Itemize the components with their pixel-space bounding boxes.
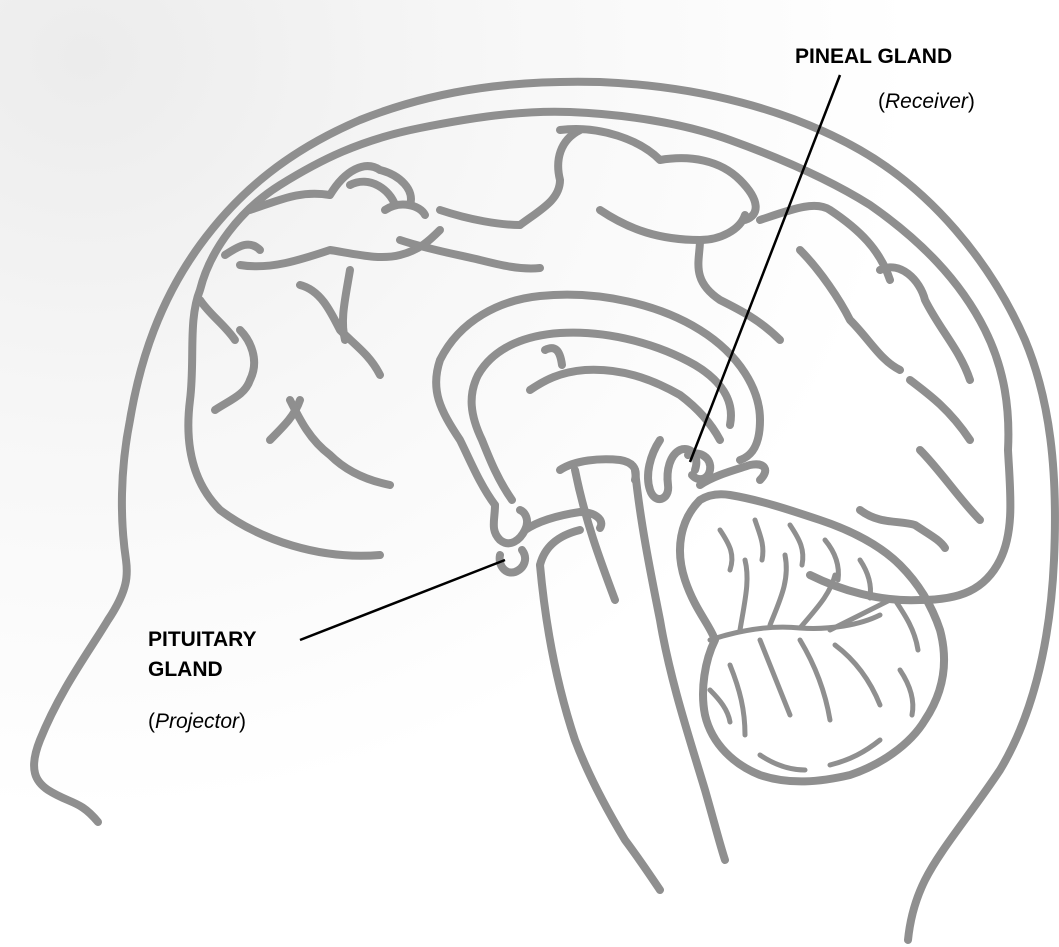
pineal-gland-label: PINEAL GLAND: [795, 42, 952, 72]
gyrus-fold: [698, 240, 780, 340]
thalamus: [648, 440, 696, 499]
pituitary-gland-label: PITUITARY GLAND: [148, 625, 308, 685]
pituitary-label-line1: PITUITARY: [148, 625, 308, 655]
arbor-vitae: [790, 525, 803, 565]
arbor-vitae: [755, 520, 763, 560]
arbor-vitae: [835, 645, 880, 705]
gyrus-fold: [920, 450, 980, 520]
pituitary-gland-role: (Projector): [148, 710, 246, 734]
gyrus-fold: [225, 245, 260, 255]
pituitary-role-text: Projector: [155, 710, 239, 733]
arbor-vitae: [770, 555, 786, 625]
arbor-vitae: [895, 600, 918, 650]
gyrus-fold: [440, 130, 580, 225]
arbor-vitae: [710, 690, 730, 722]
pineal-role-text: Receiver: [885, 90, 968, 113]
optic-region-lower: [540, 530, 580, 565]
arbor-vitae: [740, 560, 747, 630]
gyrus-fold: [343, 270, 350, 340]
pituitary-label-line2: GLAND: [148, 655, 308, 685]
arbor-vitae: [800, 640, 830, 720]
arbor-vitae: [900, 670, 913, 715]
aqueduct: [575, 470, 615, 600]
gyrus-fold: [240, 230, 440, 266]
gyrus-fold: [290, 400, 390, 485]
gyrus-fold: [400, 240, 540, 268]
arbor-vitae: [730, 665, 745, 735]
arbor-vitae: [760, 755, 805, 770]
arbor-vitae: [825, 540, 838, 580]
pineal-gland-role: (Receiver): [878, 90, 975, 114]
fornix-inner: [545, 348, 562, 365]
gyrus-fold: [600, 210, 745, 240]
pituitary-leader-line: [300, 560, 505, 640]
arbor-vitae: [760, 640, 790, 715]
gyrus-fold: [350, 182, 395, 205]
gyrus-fold: [200, 300, 235, 340]
gyrus-fold: [910, 380, 970, 440]
gyrus-fold: [385, 205, 425, 215]
gyrus-fold: [760, 206, 890, 280]
hypothalamus: [494, 505, 527, 543]
fornix: [530, 370, 720, 440]
brainstem-front: [540, 565, 660, 890]
arbor-vitae: [720, 530, 732, 570]
